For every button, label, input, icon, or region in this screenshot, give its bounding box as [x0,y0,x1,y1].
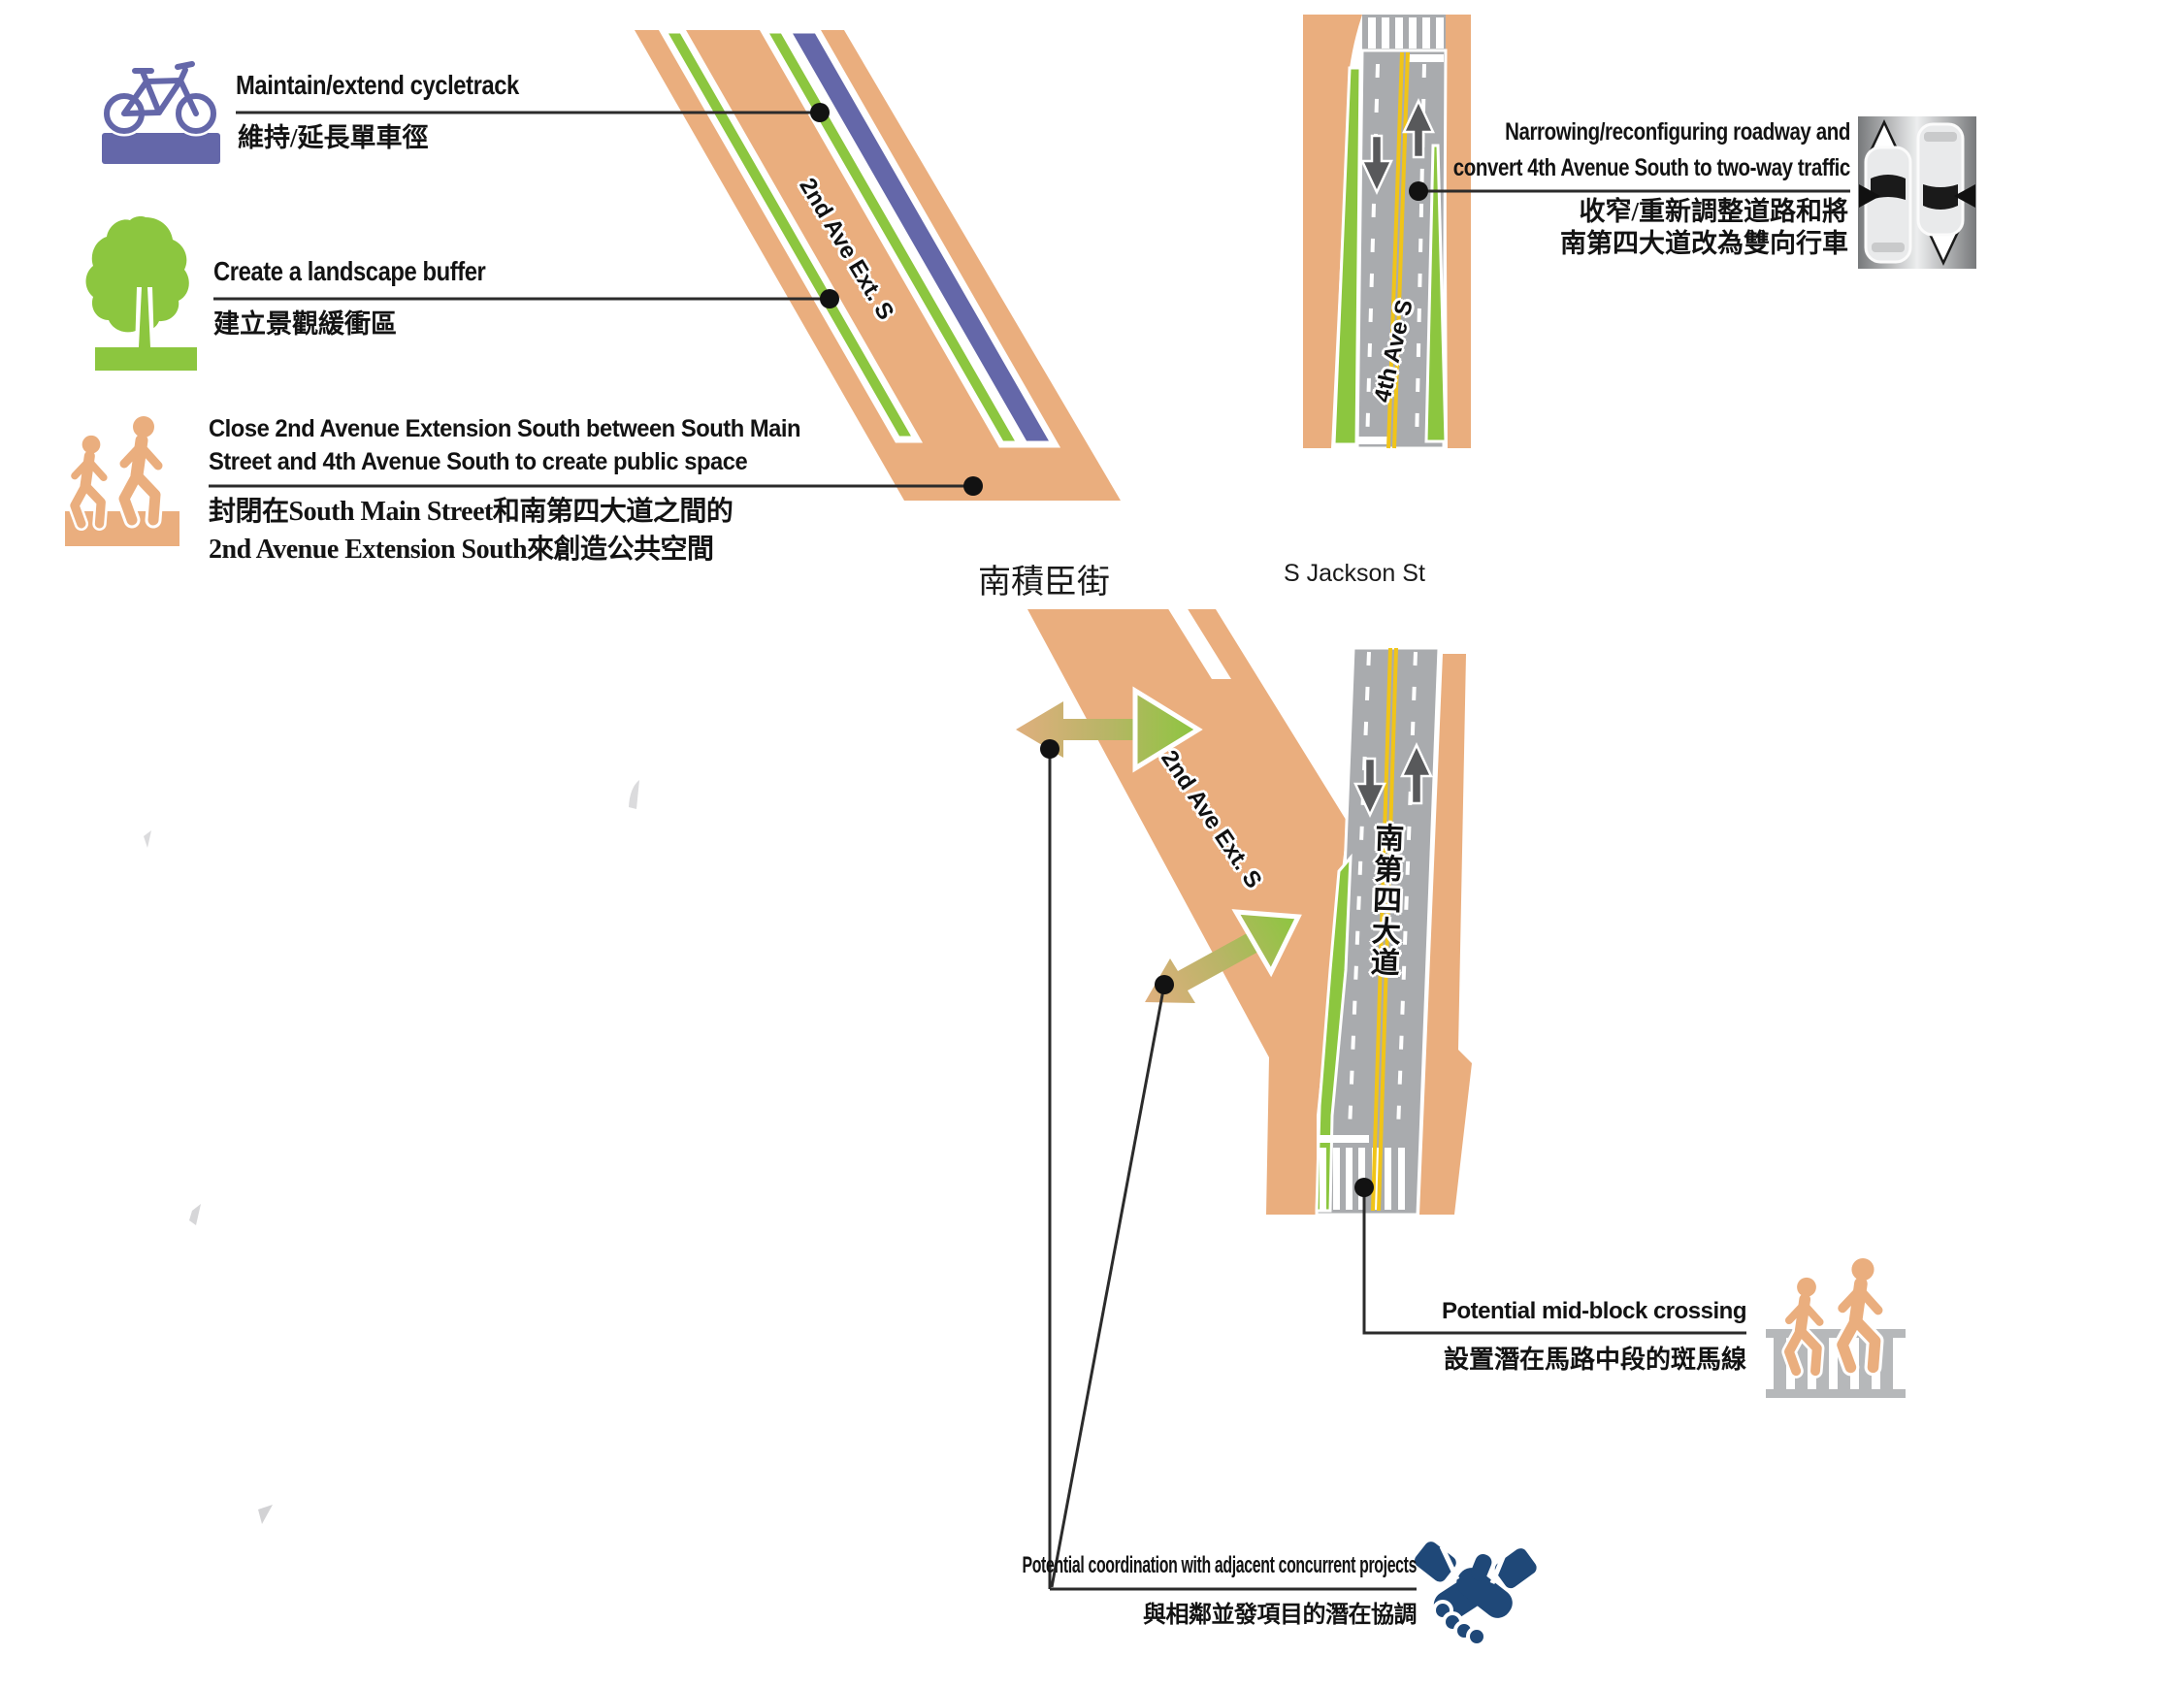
tree-icon [85,216,197,371]
narrowing-zh-line1: 收窄/重新調整道路和將 [1579,197,1848,226]
road-label-4th-ave-zh: 南第四大道 [1365,822,1403,979]
car-top-view [1916,122,1965,237]
street-label-jackson-zh: 南積臣街 [978,565,1110,601]
narrow-arrow-left-icon [1859,184,1880,208]
map-artifact [189,1204,201,1225]
up-arrow-icon [1402,98,1435,159]
lower-sidewalk-right [1419,654,1472,1215]
road-gap-notch [1167,607,1231,679]
legend-close-street-label-en: Close 2nd Avenue Extension South between… [209,412,831,478]
pedestrians-icon [65,412,179,546]
lane-line [1396,651,1418,1131]
legend-cycletrack-label-en: Maintain/extend cycletrack [236,70,519,100]
leader-lines [209,111,1850,1591]
map-artifact [629,780,639,809]
legend-landscape-buffer-label-zh: 建立景觀緩衝區 [213,309,397,339]
stop-bar [1409,54,1444,62]
leader-midblock [1362,1187,1746,1335]
street-label-jackson-en: S Jackson St [1284,560,1425,587]
coordination-label-zh: 與相鄰並發項目的潛在協調 [1143,1603,1418,1628]
stop-bar [1358,437,1389,444]
legend-close-street-zh-line1: 封閉在South Main Street和南第四大道之間的 [209,497,733,527]
two-way-traffic-icon [1858,116,1976,269]
leader-coordination-2 [1050,984,1166,1588]
sidewalk-left [1303,15,1362,448]
car-top-view [1864,146,1912,264]
legend-landscape-buffer-label-en: Create a landscape buffer [213,256,486,286]
bicycle-icon [101,61,220,164]
legend-close-street-zh-line2: 2nd Avenue Extension South來創造公共空間 [209,535,714,565]
upper-road-landscape-buffer-left [656,26,924,443]
pedestrian-crossing-icon [1766,1254,1906,1398]
buffer-green-right [1424,144,1448,443]
lane-line [1365,63,1380,447]
lane-line [1348,651,1371,1131]
handshake-icon [1415,1542,1537,1647]
direction-change-arrows [1016,686,1302,1003]
narrow-arrow-right-icon [1954,184,1975,208]
upper-road-cycletrack [780,26,1061,448]
center-line-yellow [1371,647,1392,1212]
lower-buffer-green-wedge [1315,853,1353,1213]
narrowing-en-line1: Narrowing/reconfiguring roadway and [1505,118,1850,146]
stop-bar [1317,1135,1369,1143]
midblock-label-en: Potential mid-block crossing [1441,1298,1747,1324]
legend-cycletrack-label-zh: 維持/延長單車徑 [238,123,429,152]
coordination-label-en: Potential coordination with adjacent con… [1022,1552,1417,1578]
crosswalk-area [1362,15,1446,50]
two-way-arrow-horizontal-head [1132,686,1203,773]
leader-dots [810,103,1428,1197]
crosswalk-stripes [1368,17,1444,49]
center-line-yellow [1377,647,1398,1212]
lower-2nd-ave-road [1027,609,1348,1215]
two-way-arrow-diagonal-head [1231,909,1302,978]
center-line-yellow [1386,51,1404,449]
legend-close-street-en-line2: Street and 4th Avenue South to create pu… [209,448,748,475]
down-arrow-icon [1360,134,1393,195]
legend-close-street-en-line1: Close 2nd Avenue Extension South between… [209,415,801,442]
narrowing-label-zh: 收窄/重新調整道路和將 南第四大道改為雙向行車 [1560,196,1848,260]
narrowing-en-line2: convert 4th Avenue South to two-way traf… [1452,154,1851,181]
narrowing-label-en: Narrowing/reconfiguring roadway and conv… [1366,114,1851,186]
up-arrow-icon [1400,742,1433,805]
midblock-label-zh: 設置潛在馬路中段的斑馬線 [1443,1346,1746,1374]
center-line-yellow [1392,51,1410,449]
sidewalk-right [1444,15,1471,448]
upper-4th-ave-road [1303,15,1471,450]
down-arrow-icon [1353,757,1386,818]
map-artifact [258,1505,273,1524]
map-artifact [144,830,151,848]
narrowing-zh-line2: 南第四大道改為雙向行車 [1560,229,1848,258]
lane-line [1415,63,1426,447]
lower-junction [1027,607,1472,1217]
traffic-direction-arrows [1360,98,1435,195]
traffic-direction-arrows [1353,742,1433,818]
legend-close-street-label-zh: 封閉在South Main Street和南第四大道之間的 2nd Avenue… [209,493,733,568]
upper-2nd-ave-road [635,26,1121,501]
